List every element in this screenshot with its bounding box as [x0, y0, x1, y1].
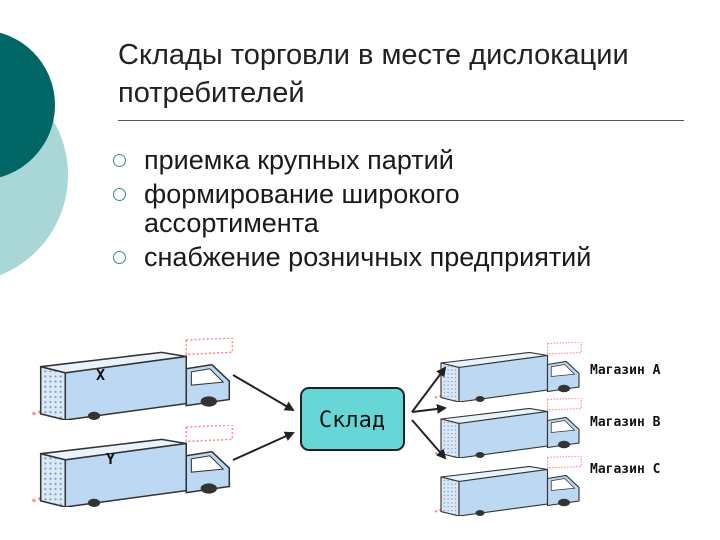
arrow-y-to-sklad	[232, 431, 295, 461]
arrow-x-to-sklad	[232, 374, 295, 412]
bullet-circle-icon	[113, 251, 126, 264]
bullet-text: приемка крупных партий	[144, 145, 454, 175]
bullet-item: формирование широкого ассортимента	[112, 180, 564, 238]
bullet-text: формирование широкого ассортимента	[144, 179, 460, 238]
bullet-list: приемка крупных партий формирование широ…	[112, 146, 704, 277]
truck-icon	[435, 398, 583, 458]
bullet-text: снабжение розничных предприятий	[144, 242, 592, 272]
sklad-box	[300, 387, 405, 451]
arrow-to-store-c	[411, 419, 447, 460]
store-label-c: Магазин С	[590, 462, 660, 477]
slide-title: Склады торговли в месте дислокации потре…	[118, 39, 629, 109]
dark-teal-circle	[0, 32, 55, 178]
truck-icon	[435, 456, 583, 516]
bullet-item: приемка крупных партий	[112, 146, 644, 175]
corner-decoration	[0, 32, 68, 276]
title-divider	[118, 120, 684, 121]
source-label-x: X	[96, 366, 105, 384]
distribution-diagram: X Y Склад Магазин А Магазин В Магазин С	[30, 338, 661, 516]
source-label-y: Y	[106, 450, 115, 468]
arrow-to-store-b	[411, 403, 447, 414]
truck-icon	[435, 342, 583, 402]
bullet-circle-icon	[113, 154, 126, 167]
store-label-a: Магазин А	[590, 363, 661, 378]
bullet-item: снабжение розничных предприятий	[112, 243, 704, 272]
bullet-circle-icon	[113, 188, 126, 201]
arrow-to-store-a	[411, 366, 447, 413]
truck-icon	[30, 338, 234, 420]
sklad-label: Склад	[319, 408, 385, 433]
truck-icon	[30, 425, 234, 507]
store-label-b: Магазин В	[590, 415, 661, 430]
